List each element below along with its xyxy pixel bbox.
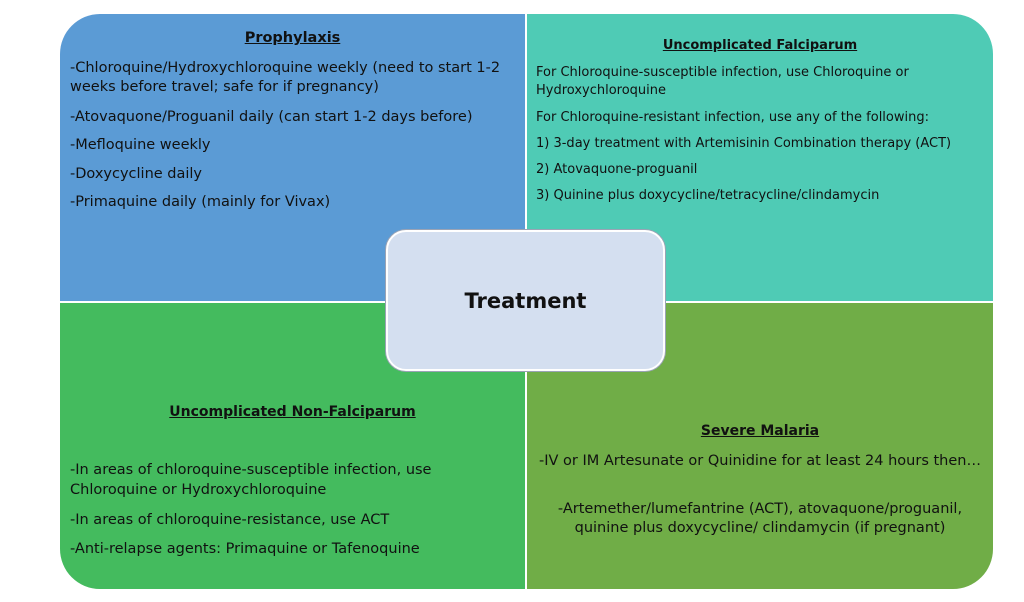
prophylaxis-quadrant: Prophylaxis -Chloroquine/Hydroxychloroqu… (60, 14, 525, 301)
uncomplicated-non-falciparum-title: Uncomplicated Non-Falciparum (169, 404, 416, 420)
uncomplicated-falciparum-line: 3) Quinine plus doxycycline/tetracycline… (536, 188, 880, 203)
uncomplicated-falciparum-line: 2) Atovaquone-proguanil (536, 162, 698, 177)
severe-malaria-line: -IV or IM Artesunate or Quinidine for at… (539, 453, 981, 469)
severe-malaria-title: Severe Malaria (700, 423, 820, 439)
uncomplicated-falciparum-line: For Chloroquine-resistant infection, use… (536, 110, 929, 125)
treatment-center-box: Treatment (386, 230, 665, 371)
prophylaxis-line: -Primaquine daily (mainly for Vivax) (70, 194, 331, 210)
uncomplicated-non-falciparum-line: -In areas of chloroquine-resistance, use… (70, 512, 390, 528)
uncomplicated-falciparum-line: 1) 3-day treatment with Artemisinin Comb… (536, 136, 952, 151)
treatment-label: Treatment (464, 288, 587, 313)
uncomplicated-non-falciparum-line: -In areas of chloroquine-susceptible inf… (70, 462, 432, 498)
prophylaxis-line: -Mefloquine weekly (70, 137, 211, 153)
prophylaxis-line: -Atovaquone/Proguanil daily (can start 1… (70, 109, 473, 125)
uncomplicated-non-falciparum-line: -Anti-relapse agents: Primaquine or Tafe… (70, 541, 420, 557)
uncomplicated-falciparum-line: For Chloroquine-susceptible infection, u… (536, 65, 909, 98)
prophylaxis-line: -Chloroquine/Hydroxychloroquine weekly (… (70, 60, 501, 95)
uncomplicated-falciparum-title: Uncomplicated Falciparum (662, 38, 858, 53)
prophylaxis-title: Prophylaxis (244, 30, 341, 46)
prophylaxis-line: -Doxycycline daily (70, 166, 203, 182)
severe-malaria-line: -Artemether/lumefantrine (ACT), atovaquo… (557, 501, 963, 536)
